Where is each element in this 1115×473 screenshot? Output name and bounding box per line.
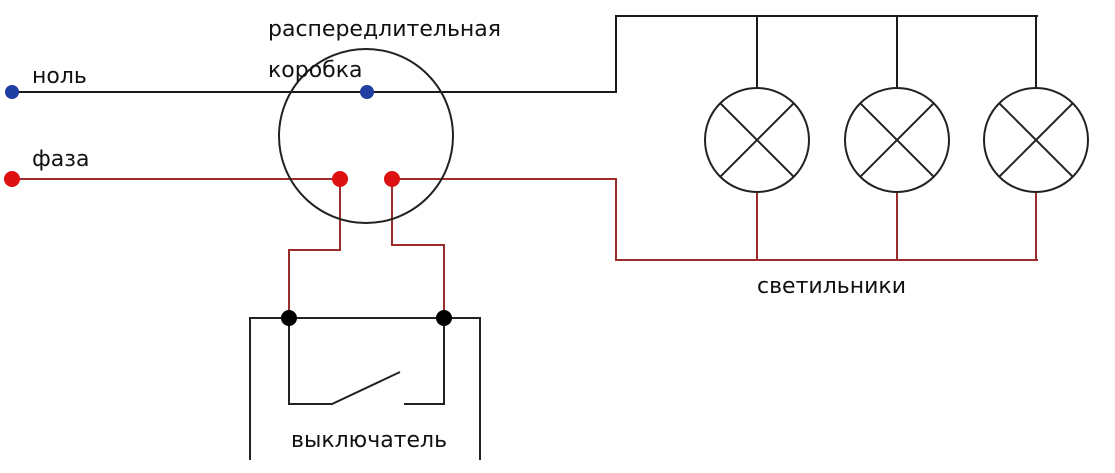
neutral-junction-terminal xyxy=(360,85,374,99)
neutral-wire xyxy=(12,15,1038,93)
switch-terminal-right xyxy=(436,310,452,326)
phase-wire xyxy=(12,178,1038,318)
switch-terminal-left xyxy=(281,310,297,326)
phase-junction-terminal-left xyxy=(332,171,348,187)
lamps-label: светильники xyxy=(757,274,906,299)
neutral-label: ноль xyxy=(32,64,87,89)
phase-junction-terminal-right xyxy=(384,171,400,187)
lamp-3 xyxy=(983,87,1089,193)
junction-box-circle xyxy=(278,48,454,224)
junction-box-label-line2: коробка xyxy=(268,58,363,83)
phase-input-terminal xyxy=(4,171,20,187)
lamp-1 xyxy=(704,87,810,193)
lamp-cross-icon xyxy=(983,87,1089,193)
phase-label: фаза xyxy=(32,147,89,172)
lamp-2 xyxy=(844,87,950,193)
junction-box-label-line1: распередлительная xyxy=(268,17,501,42)
switch-box xyxy=(249,317,481,460)
lamp-cross-icon xyxy=(844,87,950,193)
lamp-cross-icon xyxy=(704,87,810,193)
neutral-input-terminal xyxy=(5,85,19,99)
switch-label: выключатель xyxy=(291,428,447,453)
